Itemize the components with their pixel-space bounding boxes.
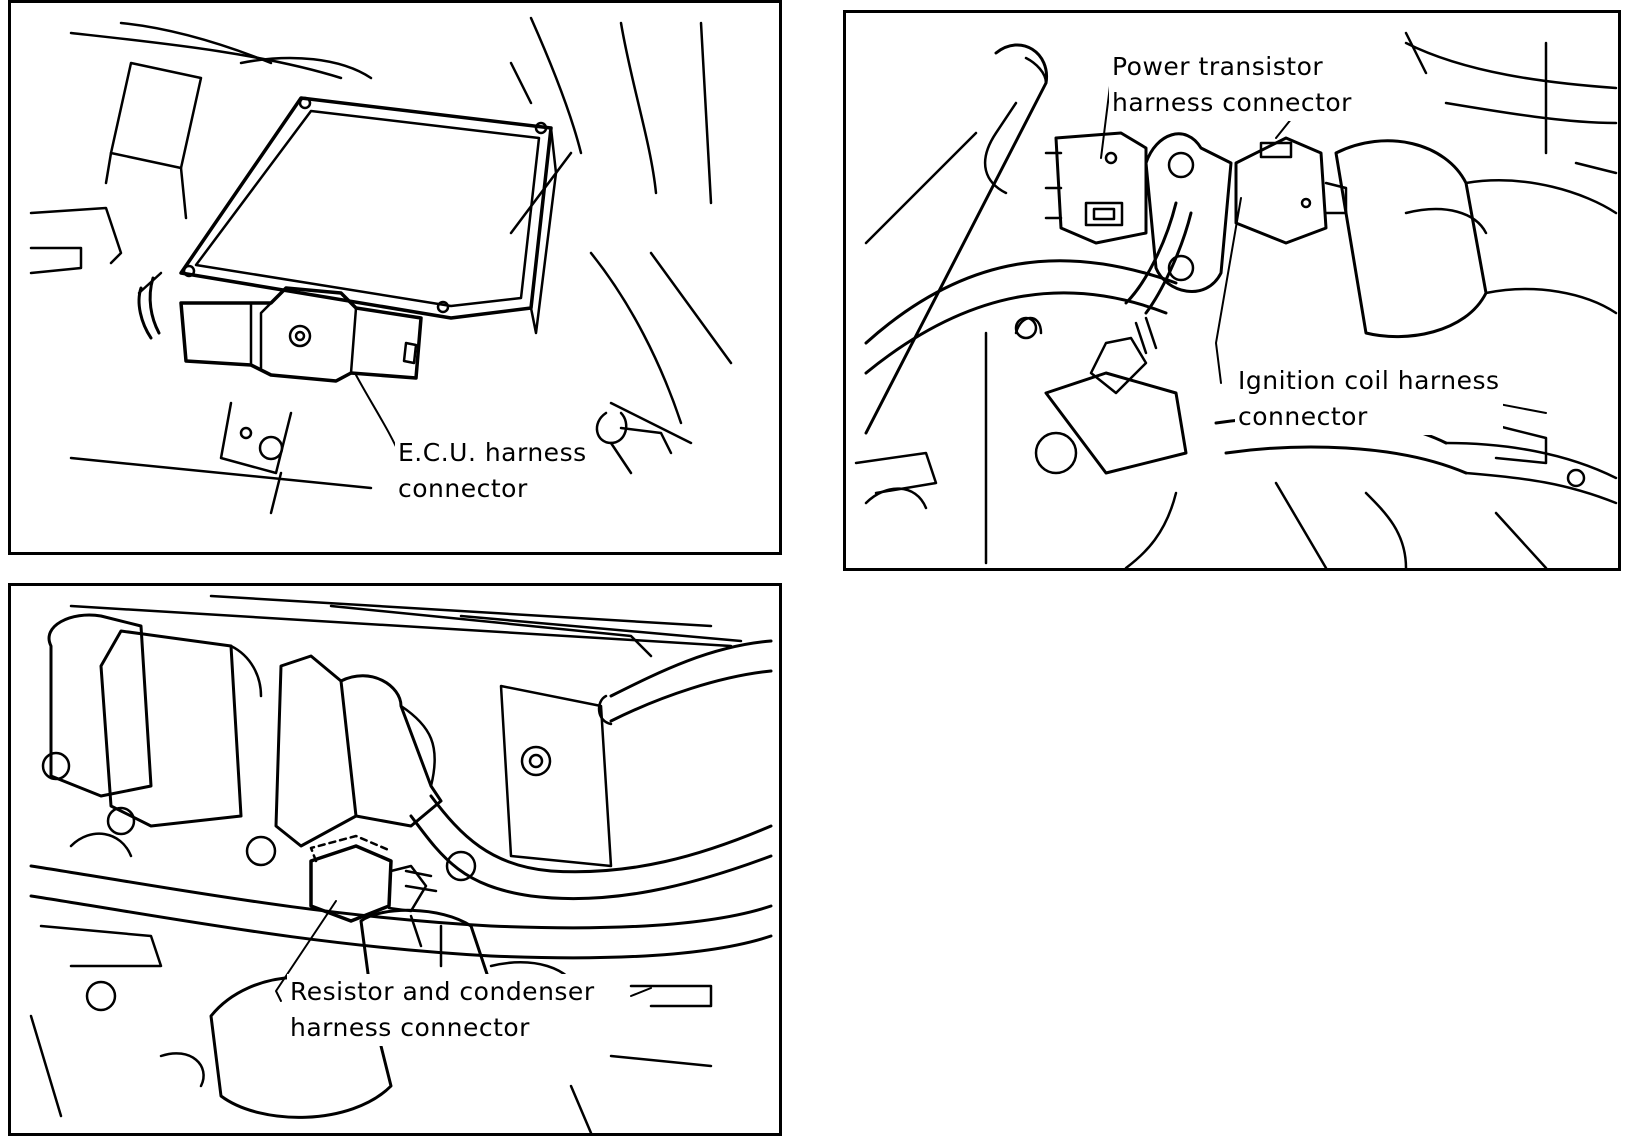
power-transistor-panel: Power transistor harness connector Ignit… xyxy=(843,10,1621,571)
power-transistor-label-line2: harness connector xyxy=(1112,88,1352,117)
resistor-condenser-label-line1: Resistor and condenser xyxy=(290,977,595,1006)
resistor-condenser-illustration xyxy=(11,586,779,1133)
ignition-coil-label-line1: Ignition coil harness xyxy=(1238,366,1500,395)
resistor-condenser-label-line2: harness connector xyxy=(290,1013,530,1042)
ecu-label-line1: E.C.U. harness xyxy=(398,438,587,467)
ecu-label-line2: connector xyxy=(398,474,528,503)
ecu-panel: E.C.U. harness connector xyxy=(8,0,782,555)
ignition-coil-label-line2: connector xyxy=(1238,402,1368,431)
ecu-illustration xyxy=(11,3,779,552)
power-transistor-label-line1: Power transistor xyxy=(1112,52,1324,81)
resistor-condenser-panel: Resistor and condenser harness connector xyxy=(8,583,782,1136)
ecu-harness-connector-label: E.C.U. harness connector xyxy=(395,435,590,507)
power-transistor-illustration xyxy=(846,13,1618,568)
power-transistor-label: Power transistor harness connector xyxy=(1109,49,1355,121)
ignition-coil-label: Ignition coil harness connector xyxy=(1235,363,1503,435)
resistor-condenser-label: Resistor and condenser harness connector xyxy=(287,974,598,1046)
